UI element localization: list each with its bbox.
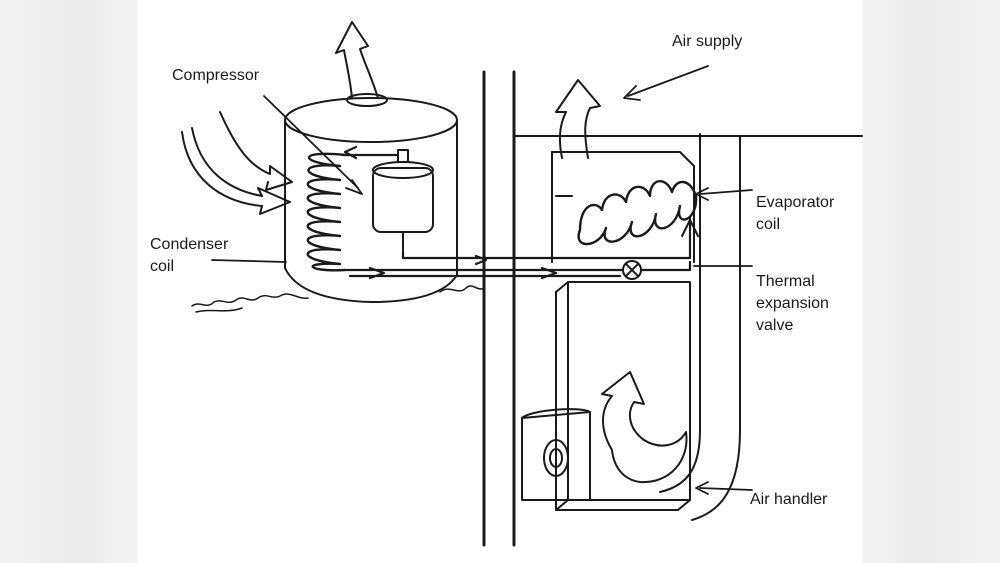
- supply-air-arrow: [555, 79, 601, 159]
- leader-lines: [211, 65, 753, 495]
- expansion-valve: [622, 260, 642, 280]
- label-thermal-line2: expansion: [756, 295, 829, 312]
- ground-grass: [191, 285, 485, 313]
- air-intake-arrow-1: [181, 127, 291, 215]
- label-evaporator-line1: Evaporator: [756, 194, 835, 211]
- label-air-supply: Air supply: [672, 33, 743, 50]
- label-condenser-line1: Condenser: [150, 236, 229, 253]
- label-thermal-line1: Thermal: [756, 273, 815, 290]
- label-condenser-line2: coil: [150, 258, 175, 275]
- blower: [521, 408, 591, 501]
- label-evaporator-line2: coil: [756, 216, 781, 233]
- left-blur-panel: [0, 0, 138, 563]
- evaporator-coil: [577, 180, 698, 246]
- label-thermal-line3: valve: [756, 317, 794, 334]
- diagram-canvas: [138, 0, 862, 563]
- indoor-cabinet: [513, 133, 863, 521]
- evaporator-inlet-arrow: [681, 219, 699, 237]
- exterior-wall: [482, 70, 516, 547]
- condenser-exhaust-arrow: [335, 21, 379, 99]
- condenser-unit: [284, 93, 458, 303]
- compressor: [372, 149, 434, 253]
- label-compressor: Compressor: [172, 67, 260, 84]
- condenser-coil: [306, 152, 347, 272]
- return-air-arrow: [601, 371, 688, 484]
- air-intake-arrow-2: [219, 111, 293, 191]
- right-blur-panel: [862, 0, 1000, 563]
- refrigerant-lines: [343, 145, 692, 280]
- air-handler-cabinet: [555, 281, 691, 511]
- label-air-handler: Air handler: [750, 491, 828, 508]
